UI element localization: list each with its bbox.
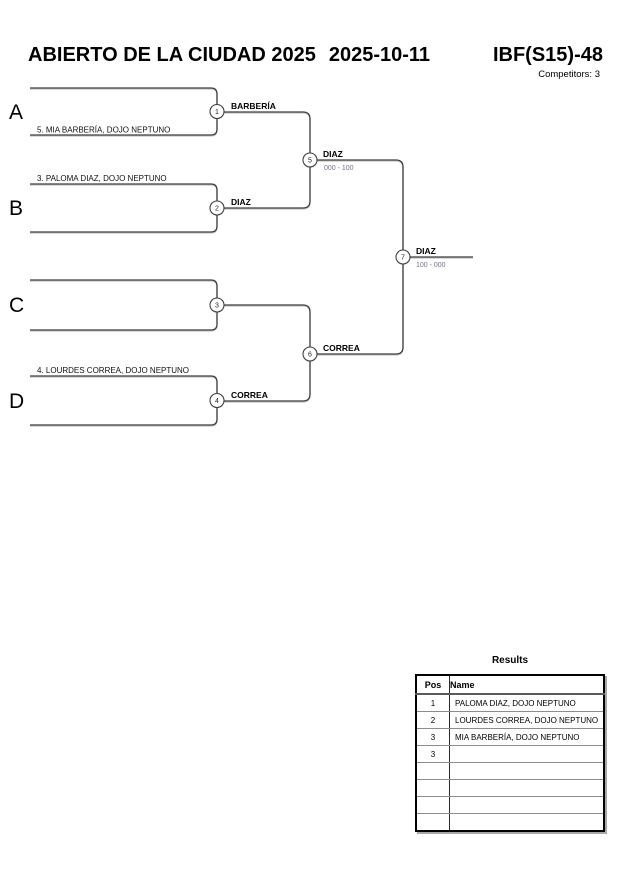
results-header-row: Pos Name [416, 675, 604, 695]
slot-letter-b: B [9, 197, 23, 220]
match-1-number: 1 [215, 109, 219, 116]
match-node-5[interactable]: 5 [302, 152, 318, 168]
result-name: LOURDES CORREA, DOJO NEPTUNO [449, 711, 604, 729]
result-pos: 1 [416, 694, 450, 712]
match-6-upper-connector [224, 304, 311, 347]
match-5-winner-label: DIAZ [323, 149, 343, 159]
result-name [449, 779, 604, 797]
page-header: ABIERTO DE LA CIUDAD 2025 2025-10-11 [28, 44, 430, 67]
match-node-4[interactable]: 4 [209, 392, 225, 409]
result-name [450, 814, 605, 832]
match-node-2[interactable]: 2 [209, 200, 225, 216]
match-3-number: 3 [215, 303, 219, 310]
match-7-score: 100 - 000 [416, 262, 446, 269]
table-row [416, 762, 604, 780]
result-pos [416, 762, 450, 780]
results-table: Pos Name 1 PALOMA DIAZ, DOJO NEPTUNO 2 L… [415, 674, 605, 832]
match-6-lower-connector [224, 361, 311, 402]
match-node-3[interactable]: 3 [209, 297, 225, 313]
result-pos: 3 [416, 745, 450, 763]
bracket-diagram: A B C D 5. MIA BARBERÍA, DOJO NEPTUNO 3.… [9, 87, 473, 426]
table-row: 3 MIA BARBERÍA, DOJO NEPTUNO [416, 728, 604, 746]
result-name: PALOMA DIAZ, DOJO NEPTUNO [449, 694, 604, 712]
result-name: MIA BARBERÍA, DOJO NEPTUNO [449, 728, 604, 746]
competitor-name-d: 4. LOURDES CORREA, DOJO NEPTUNO [37, 366, 189, 375]
category-code: IBF(S15)-48 [492, 44, 603, 66]
match-5-lower-connector [224, 167, 311, 209]
table-row [416, 796, 604, 814]
match-node-1[interactable]: 1 [209, 103, 225, 120]
match-5-upper-connector [224, 111, 311, 153]
match-7-winner-label: DIAZ [416, 246, 436, 256]
match-5-score: 000 - 100 [324, 165, 354, 172]
match-2-winner-label: DIAZ [231, 197, 251, 207]
slot-letter-c: C [9, 294, 24, 317]
table-row: 2 LOURDES CORREA, DOJO NEPTUNO [416, 711, 604, 729]
slot-letter-d: D [9, 390, 24, 413]
tournament-title: ABIERTO DE LA CIUDAD 2025 [28, 44, 316, 66]
match-6-number: 6 [308, 352, 312, 359]
table-row: 1 PALOMA DIAZ, DOJO NEPTUNO [416, 694, 604, 712]
slot-letter-a: A [9, 101, 23, 124]
results-header-pos: Pos [416, 675, 450, 695]
result-name [449, 762, 604, 780]
match-4-winner-label: CORREA [231, 390, 268, 400]
match-node-7[interactable]: 7 [395, 249, 411, 265]
results-title: Results [491, 655, 529, 666]
result-name [449, 745, 604, 763]
result-pos: 2 [416, 711, 450, 729]
result-pos: 3 [416, 728, 450, 746]
match-7-upper-connector [317, 159, 404, 250]
result-name [449, 796, 604, 814]
table-row: 3 [416, 745, 604, 763]
match-7-lower-connector [317, 264, 404, 355]
slot-b-lines [30, 183, 218, 233]
result-pos [416, 813, 450, 831]
table-row [416, 813, 605, 832]
slot-d-lines [30, 375, 218, 426]
match-1-winner-label: BARBERÍA [231, 101, 276, 111]
competitor-name-a: 5. MIA BARBERÍA, DOJO NEPTUNO [37, 126, 170, 135]
match-5-number: 5 [308, 158, 312, 165]
result-pos [416, 796, 450, 814]
match-4-number: 4 [215, 398, 219, 405]
results-header-name: Name [449, 675, 604, 695]
match-node-6[interactable]: 6 [302, 346, 318, 362]
result-pos [416, 779, 450, 797]
table-row [416, 779, 604, 797]
competitors-count: Competitors: 3 [538, 69, 600, 80]
tournament-date: 2025-10-11 [328, 44, 431, 66]
match-2-number: 2 [215, 206, 219, 213]
match-6-winner-label: CORREA [323, 343, 360, 353]
slot-c-lines [30, 279, 218, 331]
match-7-number: 7 [401, 255, 405, 262]
competitor-name-b: 3. PALOMA DIAZ, DOJO NEPTUNO [37, 174, 167, 183]
